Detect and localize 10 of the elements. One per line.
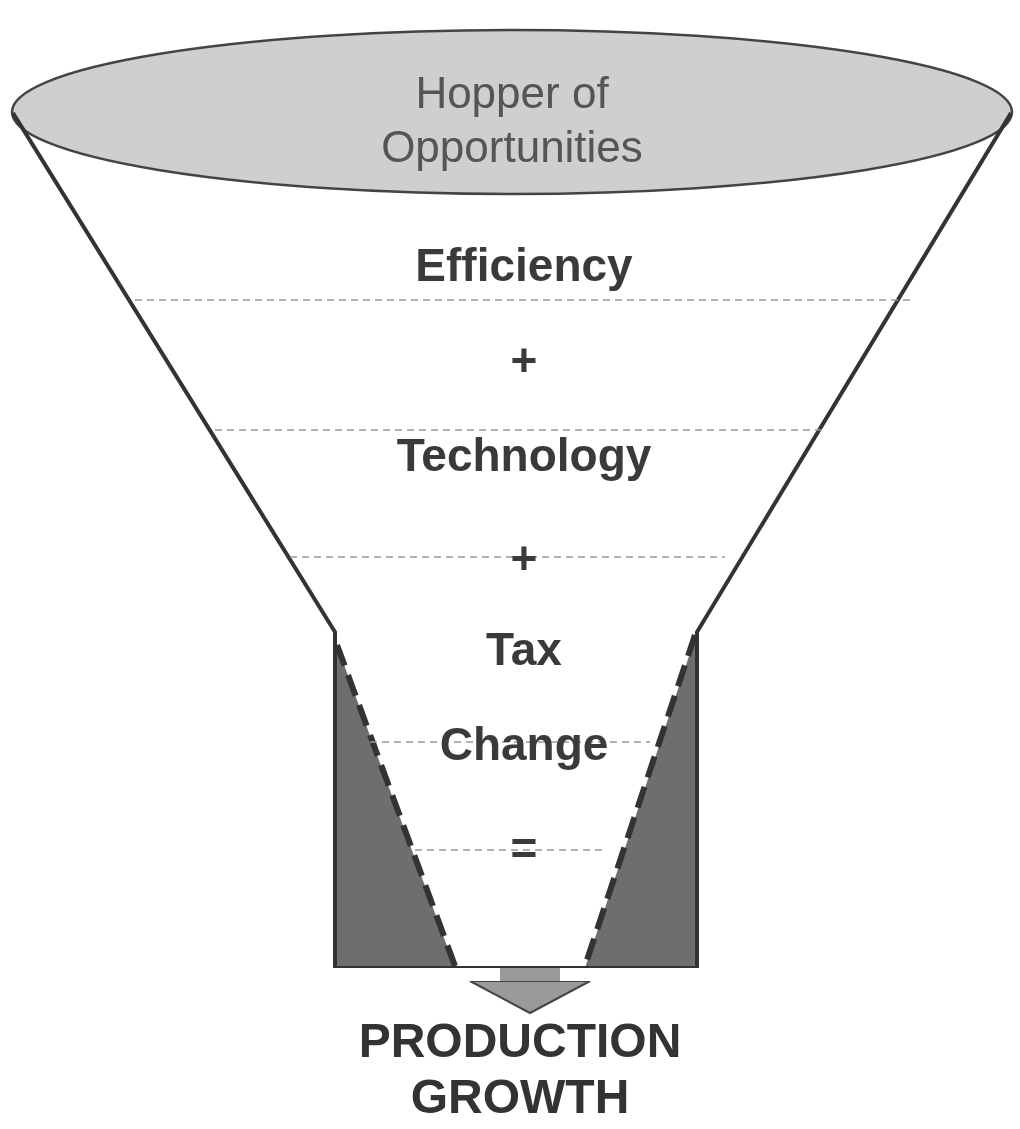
result-label: PRODUCTION GROWTH <box>357 1013 683 1125</box>
operator-label: = <box>510 821 538 876</box>
operator-label: + <box>510 531 538 586</box>
term-label: Efficiency <box>415 238 633 293</box>
operator-label: + <box>510 333 538 388</box>
arrow <box>469 968 591 1014</box>
term-label: Tax Change <box>438 622 610 772</box>
hopper-label: Hopper of Opportunities <box>380 67 644 173</box>
hopper-ellipse <box>10 28 1014 196</box>
term-label: Technology <box>396 428 652 483</box>
